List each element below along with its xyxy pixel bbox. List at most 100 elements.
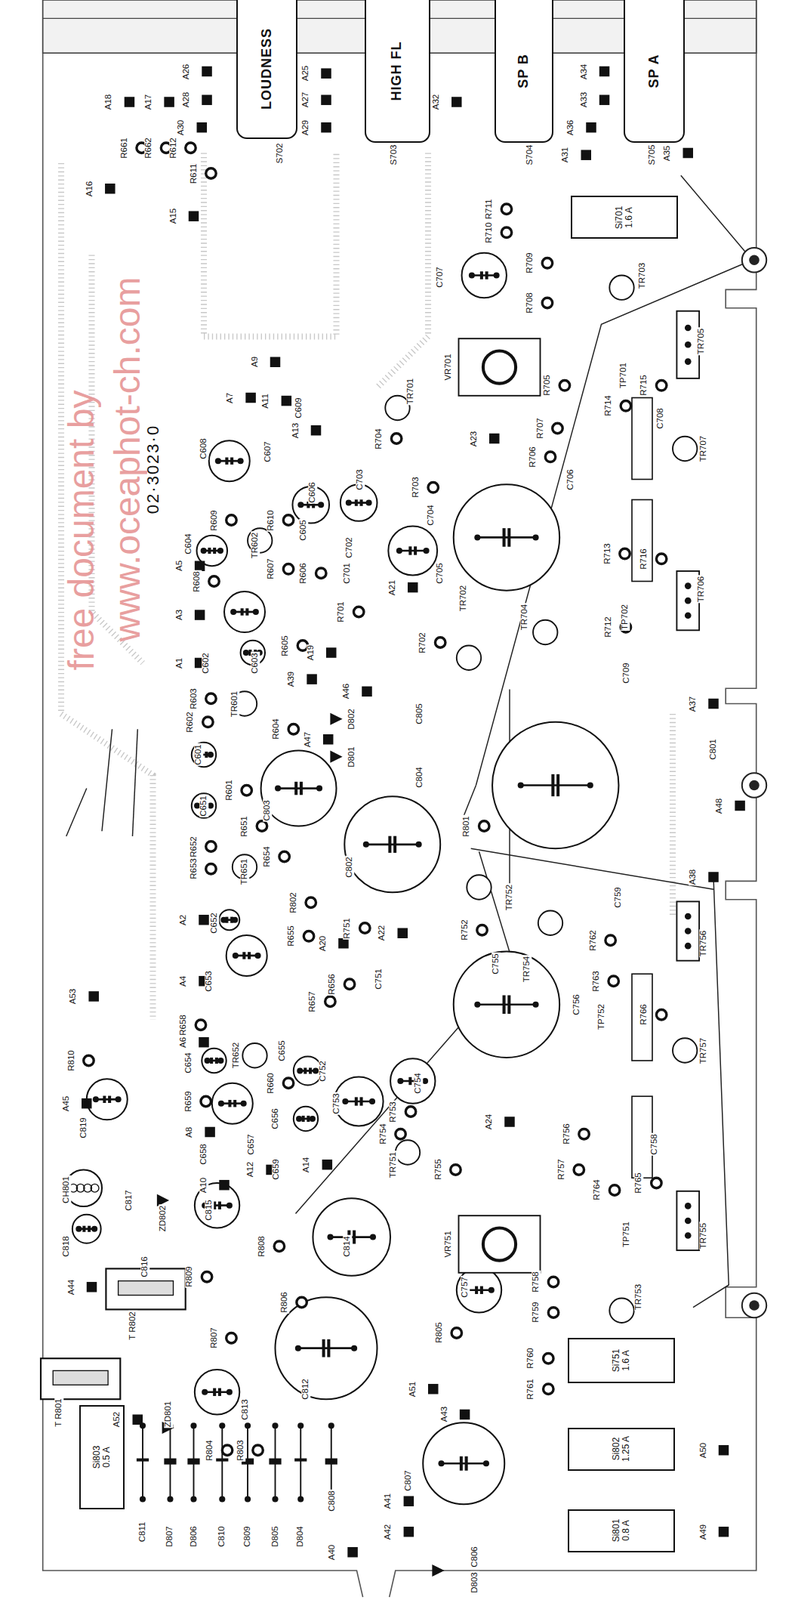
- capacitor-label: C814: [343, 1234, 353, 1258]
- solder-pad: [397, 1077, 404, 1084]
- solder-pad: [396, 547, 403, 554]
- solder-pad: [587, 781, 594, 788]
- resistor-pad: [360, 922, 371, 934]
- test-pad: [81, 1097, 93, 1109]
- solder-pad: [517, 781, 524, 788]
- transistor-label: TR756: [699, 928, 709, 957]
- solder-pad: [218, 1494, 225, 1501]
- test-pad: [320, 67, 332, 79]
- test-pad: [326, 647, 337, 658]
- test-point-label: A13: [291, 421, 301, 438]
- capacitor-lead: [345, 1100, 373, 1103]
- capacitor-plate: [388, 835, 392, 853]
- capacitor-plate: [480, 271, 484, 279]
- part-name: SP B: [516, 53, 532, 89]
- capacitor-outline: [201, 1047, 226, 1073]
- capacitor-label: C818: [61, 1234, 71, 1258]
- capacitor-lead: [233, 610, 256, 614]
- resistor-label: R754: [379, 1121, 389, 1145]
- solder-pad: [438, 1459, 445, 1466]
- resistor-pad: [209, 576, 220, 587]
- resistor-label: R607: [266, 557, 276, 581]
- capacitor-label: C703: [355, 468, 365, 491]
- solder-pad: [297, 1421, 304, 1428]
- board-outline: [43, 0, 757, 1597]
- solder-pad: [309, 1115, 316, 1122]
- resistor-label: R653: [189, 856, 199, 880]
- switch-label: S702: [276, 141, 286, 164]
- solder-pad: [271, 1494, 278, 1501]
- diode-label: D804: [296, 1525, 306, 1548]
- capacitor-lead: [221, 1101, 244, 1104]
- transistor-outline: [456, 645, 481, 670]
- resistor-pad: [543, 1383, 555, 1394]
- capacitor-label: C751: [374, 967, 384, 990]
- resistor-pad: [226, 1331, 238, 1343]
- resistor-label: R805: [434, 1321, 444, 1344]
- test-pad: [451, 96, 463, 108]
- test-pad: [306, 673, 318, 685]
- resistor-pad: [579, 1127, 590, 1139]
- test-pad: [188, 210, 200, 222]
- capacitor-plate: [408, 1076, 412, 1085]
- test-pad: [197, 122, 208, 133]
- test-point-label: A18: [104, 93, 115, 111]
- solder-pad: [226, 1201, 233, 1208]
- test-point-label: A52: [113, 1410, 123, 1427]
- capacitor-label: C807: [404, 1468, 414, 1492]
- solder-pad: [166, 1494, 173, 1501]
- resistor-label: R715: [639, 374, 649, 398]
- transistor-pin: [684, 1231, 692, 1239]
- resistor-pad: [185, 142, 197, 154]
- solder-pad: [243, 649, 250, 656]
- resistor-pad: [195, 1019, 207, 1030]
- test-pad: [708, 698, 719, 709]
- choke-winding: [90, 1183, 99, 1192]
- diode-label: ZD802: [158, 1204, 168, 1233]
- solder-pad: [220, 916, 227, 923]
- test-pad: [194, 609, 206, 620]
- resistor-label: R801: [462, 814, 472, 838]
- diode-label: D807: [166, 1525, 176, 1548]
- resistor-pad: [608, 975, 620, 987]
- capacitor-outline: [72, 1214, 102, 1243]
- test-point-label: A49: [699, 1522, 709, 1539]
- capacitor-label: C706: [566, 468, 576, 491]
- rotated-text: Si8030.5 A: [92, 1445, 112, 1469]
- part-rating: 0.5 A: [101, 1445, 112, 1469]
- capacitor-plate: [242, 951, 246, 959]
- resistor-pad: [542, 258, 553, 269]
- capacitor-label: C808: [327, 1488, 337, 1512]
- trimmer-knob: [483, 1226, 516, 1260]
- rotated-text: SP A: [647, 53, 663, 88]
- fuse-holder: Si7511.6 A: [567, 1337, 675, 1382]
- solder-pad: [295, 1344, 302, 1351]
- resistor-pad: [651, 1177, 663, 1188]
- test-pad: [88, 990, 99, 1002]
- resistor-label: R604: [271, 717, 281, 741]
- trimmer-knob: [483, 350, 516, 383]
- resistor-pad: [83, 1054, 95, 1066]
- capacitor-outline: [191, 742, 216, 767]
- resistor-label: R662: [144, 136, 154, 160]
- test-pad: [581, 149, 592, 161]
- capacitor-plate: [507, 994, 511, 1014]
- solder-pad: [232, 952, 239, 959]
- resistor-label: R608: [192, 570, 202, 593]
- test-point-label: A34: [579, 62, 589, 80]
- transistor-outline: [242, 1042, 267, 1067]
- test-point-label: A36: [566, 119, 576, 136]
- component-lead: [221, 1424, 223, 1498]
- solder-pad: [468, 271, 475, 278]
- resistor-pad: [451, 1327, 463, 1338]
- capacitor-plate: [360, 499, 364, 506]
- resistor-pad: [252, 1444, 264, 1455]
- transistor-label: TR652: [231, 1041, 241, 1070]
- test-point-label: A40: [327, 1542, 337, 1560]
- test-point-label: A46: [342, 682, 352, 700]
- regulator-outline: [40, 1357, 121, 1399]
- part-name: Si751: [611, 1348, 622, 1372]
- trimmer-body: [459, 338, 541, 396]
- solder-pad: [415, 841, 423, 848]
- solder-pad: [255, 952, 262, 959]
